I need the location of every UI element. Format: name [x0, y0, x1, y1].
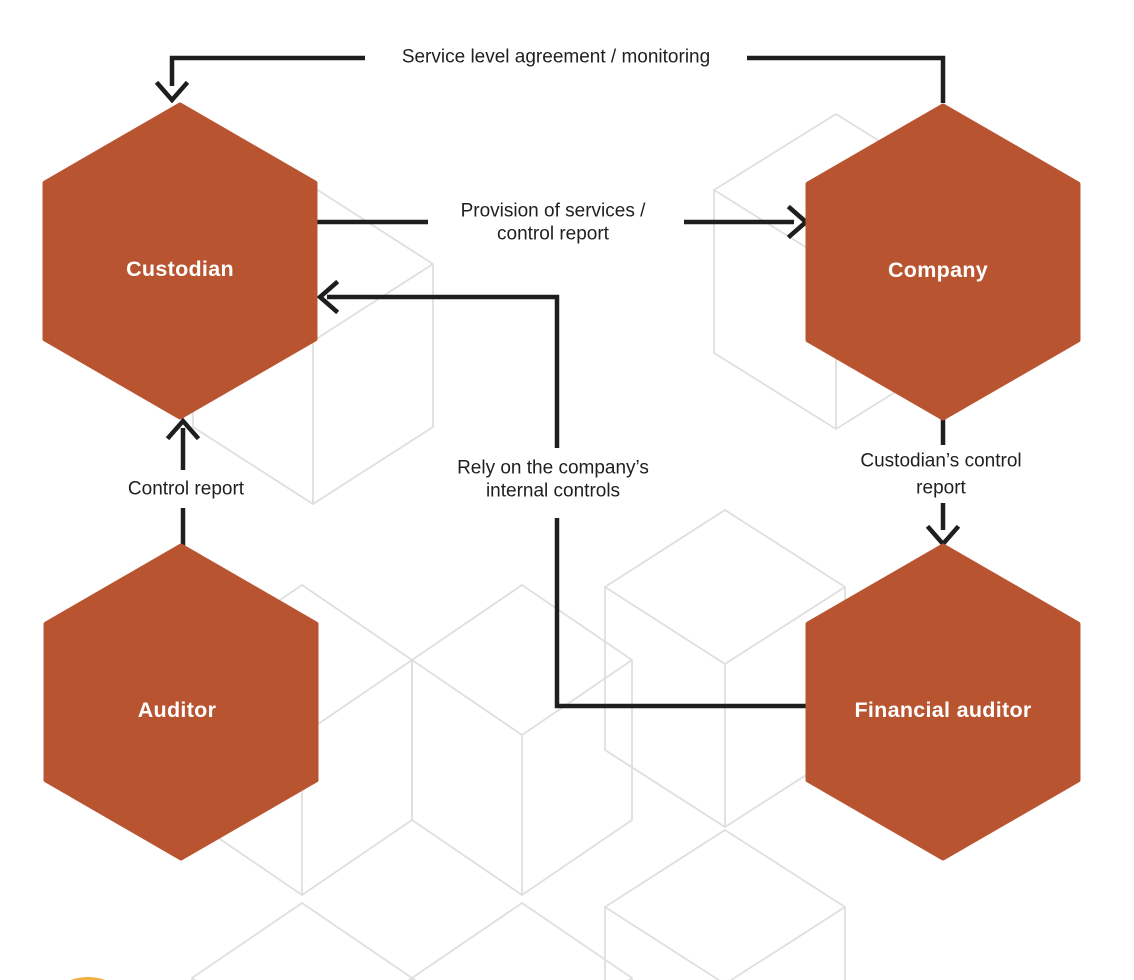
- ccr-label-line1: Custodian’s control: [860, 451, 1021, 472]
- custodian-hexagon: [42, 102, 318, 420]
- rely-line-upper: [327, 294, 560, 448]
- financial-auditor-label: Financial auditor: [854, 698, 1031, 722]
- rely-label-line2: internal controls: [486, 481, 620, 502]
- isometric-cube-outline: [191, 901, 413, 980]
- rely-label-line1: Rely on the company’s: [457, 458, 649, 479]
- edge-provision-of-services: Provision of services / control report: [316, 201, 810, 245]
- edge-service-level-agreement: Service level agreement / monitoring: [154, 47, 946, 104]
- provision-label-line1: Provision of services /: [461, 201, 647, 222]
- isometric-cube-outline: [411, 583, 633, 897]
- company-hexagon: [805, 103, 1081, 421]
- edge-control-report: Control report: [128, 417, 245, 547]
- edges: Service level agreement / monitoring Pro…: [128, 47, 1022, 709]
- accent-circle-decoration: [70, 977, 106, 980]
- company-label: Company: [888, 258, 988, 282]
- node-financial-auditor: Financial auditor: [805, 543, 1081, 861]
- ccr-label-line2: report: [916, 478, 966, 499]
- ccr-arrowhead-down-icon: [925, 524, 961, 548]
- isometric-cube-outline: [411, 901, 633, 980]
- sla-label: Service level agreement / monitoring: [402, 47, 710, 68]
- provision-label-line2: control report: [497, 224, 610, 245]
- isometric-cube-outline: [604, 508, 846, 829]
- node-company: Company: [805, 103, 1081, 421]
- auditor-label: Auditor: [138, 698, 217, 722]
- auditor-hexagon: [43, 543, 319, 861]
- rely-arrowhead-left-icon: [316, 279, 340, 315]
- node-custodian: Custodian: [42, 102, 318, 420]
- control-report-label: Control report: [128, 479, 245, 500]
- control-report-arrowhead-up-icon: [165, 417, 201, 441]
- edge-rely-on-internal-controls: Rely on the company’s internal controls: [316, 279, 806, 709]
- isometric-cube-outline: [604, 828, 846, 980]
- financial-auditor-hexagon: [805, 543, 1081, 861]
- nodes: Custodian Company Auditor Financial audi…: [42, 102, 1081, 861]
- sla-line-right: [747, 55, 946, 103]
- node-auditor: Auditor: [43, 543, 319, 861]
- rely-line-lower: [554, 518, 806, 709]
- sla-line-left: [169, 55, 365, 86]
- sla-arrowhead-down-icon: [154, 80, 190, 104]
- custodian-label: Custodian: [126, 257, 234, 281]
- edge-custodians-control-report: Custodian’s control report: [860, 418, 1022, 548]
